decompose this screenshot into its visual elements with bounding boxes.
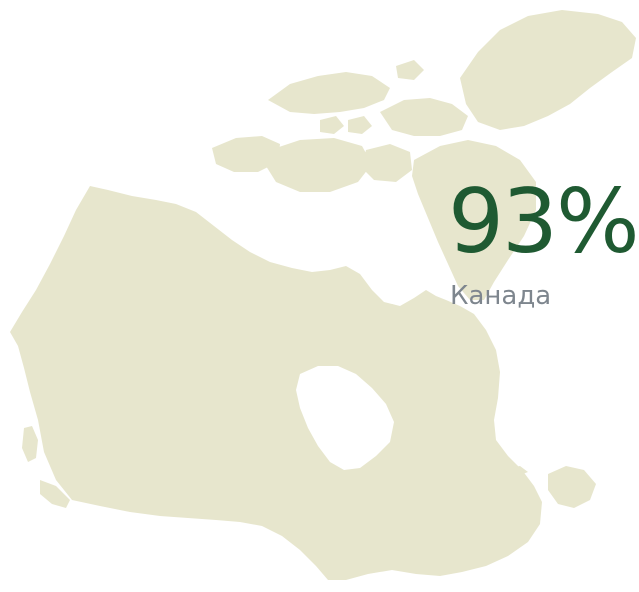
arctic-island-ellesmere [460, 10, 636, 130]
arctic-island-baffin [412, 140, 536, 300]
arctic-island-victoria [266, 138, 372, 192]
arctic-island-small-2 [348, 116, 372, 134]
arctic-island-somerset [362, 144, 412, 182]
haida-gwaii-island [22, 426, 38, 462]
arctic-island-small-1 [320, 116, 344, 134]
vancouver-island [40, 480, 70, 508]
newfoundland-island [548, 466, 596, 508]
stat-value: 93% [448, 170, 639, 273]
arctic-island-banks [212, 136, 280, 172]
stat-label: Канада [450, 281, 552, 311]
arctic-island-devon [380, 98, 468, 136]
land-group [10, 10, 636, 580]
anticosti-island [500, 466, 528, 478]
canada-mainland [10, 186, 542, 580]
arctic-island-queen-elizabeth [268, 72, 390, 114]
arctic-island-small-3 [396, 60, 424, 80]
